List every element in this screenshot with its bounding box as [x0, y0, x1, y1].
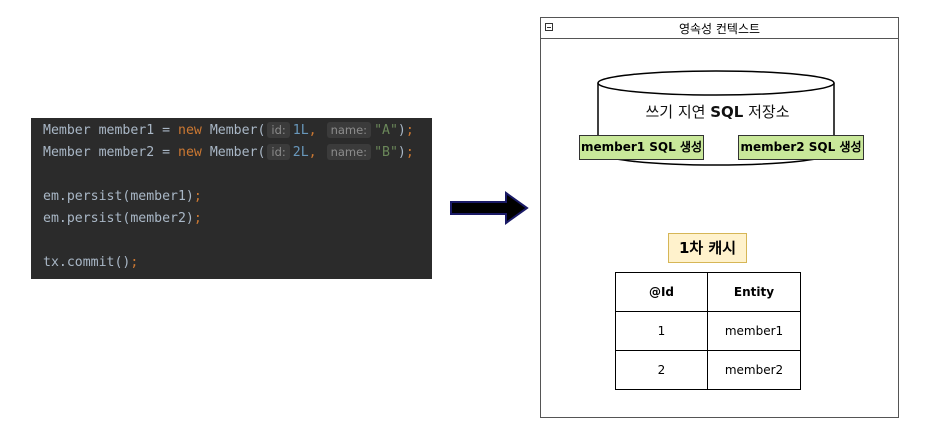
- code-token: em.persist(member2): [43, 211, 194, 226]
- table-header-row: @Id Entity: [615, 272, 801, 312]
- code-punct: ;: [130, 255, 139, 270]
- cache-table: @Id Entity 1 member1 2 member2: [615, 272, 801, 390]
- code-number: 1L: [292, 123, 309, 138]
- sql-store-label-suffix: 저장소: [743, 103, 790, 121]
- table-row: 1 member1: [615, 311, 801, 351]
- table-row: 2 member2: [615, 350, 801, 390]
- code-punct: ;: [193, 211, 202, 226]
- sql-store-label-bold: SQL: [710, 103, 744, 121]
- code-punct: ,: [308, 123, 317, 138]
- code-token: tx.commit(): [43, 255, 131, 270]
- param-hint: name:: [326, 144, 372, 160]
- code-token: member1: [98, 123, 155, 138]
- sql-item-member2: member2 SQL 생성: [738, 135, 864, 160]
- code-line-3: em.persist(member1);: [43, 186, 202, 208]
- param-hint: name:: [326, 122, 372, 138]
- context-header: 영속성 컨텍스트: [541, 18, 898, 39]
- code-token: =: [162, 123, 171, 138]
- code-line-4: em.persist(member2);: [43, 208, 202, 230]
- code-string: "A": [374, 123, 398, 138]
- code-string: "B": [374, 145, 398, 160]
- code-punct: ,: [308, 145, 317, 160]
- code-token: Member(: [209, 123, 266, 138]
- code-panel: Member member1 = new Member(id:1L, name:…: [31, 118, 432, 279]
- code-token: ): [397, 145, 406, 160]
- param-hint: id:: [267, 144, 290, 160]
- sql-item-member1: member1 SQL 생성: [579, 135, 704, 160]
- code-punct: ;: [193, 189, 202, 204]
- code-token: member2: [98, 145, 155, 160]
- code-line-2: Member member2 = new Member(id:2L, name:…: [43, 142, 414, 164]
- code-keyword: new: [178, 145, 202, 160]
- code-token: em.persist(member1): [43, 189, 194, 204]
- column-header-id: @Id: [615, 272, 708, 312]
- code-punct: ;: [405, 123, 414, 138]
- collapse-icon[interactable]: [545, 23, 553, 31]
- code-token: Member(: [209, 145, 266, 160]
- right-arrow-icon: [450, 191, 529, 225]
- table-cell: 2: [615, 350, 708, 390]
- table-cell: member1: [707, 311, 801, 351]
- column-header-entity: Entity: [707, 272, 801, 312]
- first-level-cache-label: 1차 캐시: [668, 233, 747, 263]
- code-number: 2L: [292, 145, 309, 160]
- code-token: Member: [43, 123, 91, 138]
- code-token: =: [162, 145, 171, 160]
- table-cell: member2: [707, 350, 801, 390]
- code-punct: ;: [405, 145, 414, 160]
- table-cell: 1: [615, 311, 708, 351]
- code-keyword: new: [178, 123, 202, 138]
- code-token: Member: [43, 145, 91, 160]
- code-line-5: tx.commit();: [43, 252, 138, 274]
- param-hint: id:: [267, 122, 290, 138]
- code-token: ): [397, 123, 406, 138]
- context-title: 영속성 컨텍스트: [678, 22, 761, 36]
- code-line-1: Member member1 = new Member(id:1L, name:…: [43, 120, 414, 142]
- sql-store-label: 쓰기 지연 SQL 저장소: [600, 101, 835, 122]
- sql-store-label-prefix: 쓰기 지연: [645, 103, 711, 121]
